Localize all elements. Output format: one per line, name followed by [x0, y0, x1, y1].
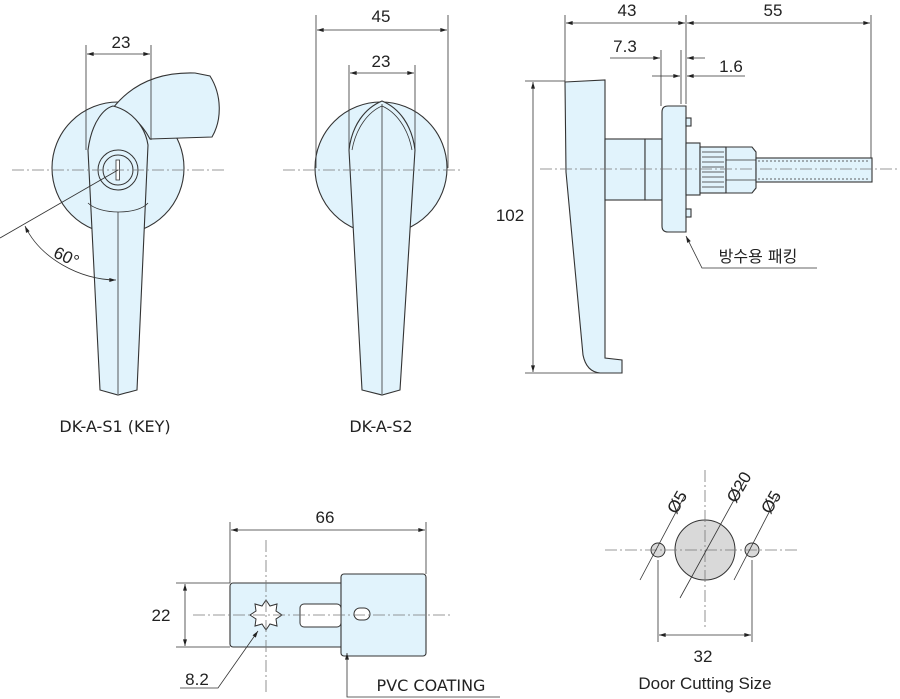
view-dk-a-s2: 45 23 DK-A-S2: [283, 7, 460, 436]
dim-7-3: 7.3: [613, 37, 637, 56]
side-handle: [564, 79, 623, 374]
s2-outer-dim: 45: [372, 7, 391, 26]
dim-32: 32: [694, 647, 713, 666]
pvc-coating-note: PVC COATING: [377, 676, 486, 695]
dim-43: 43: [618, 1, 637, 20]
dim-55: 55: [764, 1, 783, 20]
s2-label: DK-A-S2: [349, 417, 412, 436]
threaded-rod: [755, 157, 873, 183]
door-cutting-title: Door Cutting Size: [638, 674, 771, 693]
s1-angle-dim: 60°: [51, 243, 82, 271]
dia-large: Ø20: [723, 469, 756, 506]
threaded-bushing: [699, 146, 727, 194]
s2-inner-dim: 23: [372, 52, 391, 71]
s1-label: DK-A-S1 (KEY): [59, 417, 170, 436]
dia-small-left: Ø5: [663, 488, 691, 517]
dim-66: 66: [316, 508, 335, 527]
cam-view: 66 22 8.2 PVC COATING: [152, 508, 500, 698]
dia-small-right: Ø5: [757, 488, 785, 517]
side-view: 43 55 7.3 1.6 102 방수용 패킹: [496, 1, 900, 374]
dim-102: 102: [496, 206, 524, 225]
dim-22: 22: [152, 606, 171, 625]
view-dk-a-s1: 23 60° DK-A-S1 (KEY): [0, 33, 225, 436]
dim-1-6: 1.6: [719, 57, 743, 76]
flange: [661, 105, 687, 233]
dim-8-2: 8.2: [185, 670, 209, 689]
s1-width-dim: 23: [112, 33, 131, 52]
door-cutting-view: Ø5 Ø20 Ø5 32 Door Cutting Size: [605, 469, 800, 693]
hex-nut: [725, 146, 757, 194]
gasket-note: 방수용 패킹: [719, 247, 798, 266]
shaft: [604, 138, 646, 201]
